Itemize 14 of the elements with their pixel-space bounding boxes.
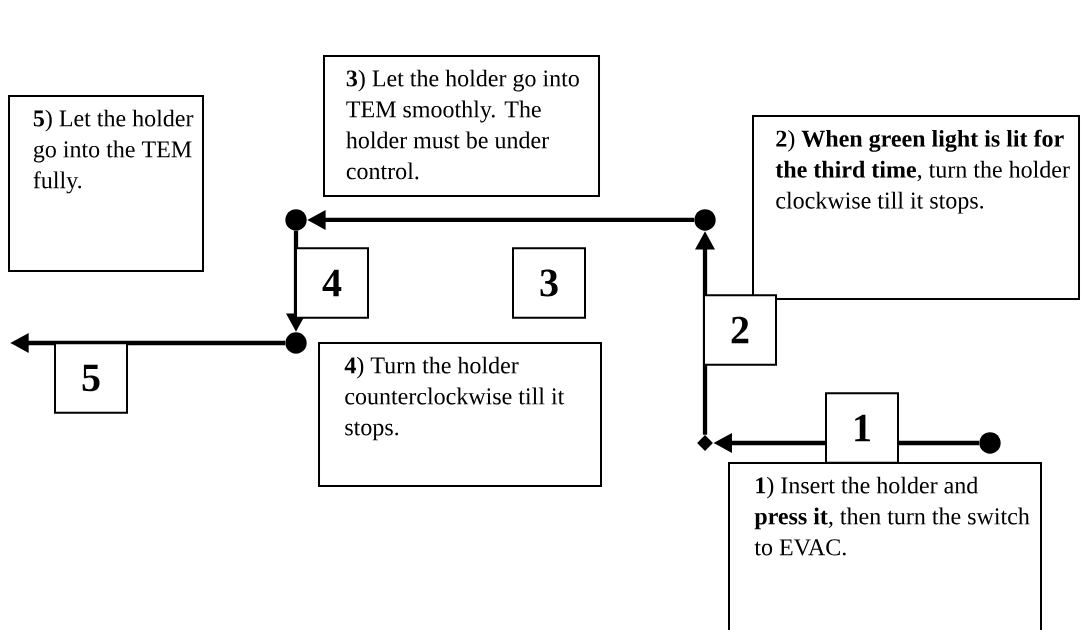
path-point bbox=[694, 209, 716, 231]
path-point bbox=[697, 435, 713, 451]
step-number: 4 bbox=[295, 247, 369, 319]
step-box: 3) Let the holder go into TEM smoothly. The holder must be under control. bbox=[323, 55, 600, 197]
path-point bbox=[285, 332, 307, 354]
step-number: 3 bbox=[512, 247, 586, 319]
step-number: 1 bbox=[825, 392, 899, 464]
step-box: 4) Turn the holder counterclockwise till it stops. bbox=[318, 342, 602, 487]
step-box: 2) When green light is lit for the third time, turn the holder clockwise till it stops. bbox=[752, 115, 1080, 300]
step-number: 2 bbox=[703, 294, 777, 366]
step-box: 5) Let the holder go into the TEM fully. bbox=[8, 95, 204, 272]
step-number: 5 bbox=[54, 342, 128, 414]
path-point bbox=[979, 432, 1001, 454]
path-point bbox=[285, 209, 307, 231]
